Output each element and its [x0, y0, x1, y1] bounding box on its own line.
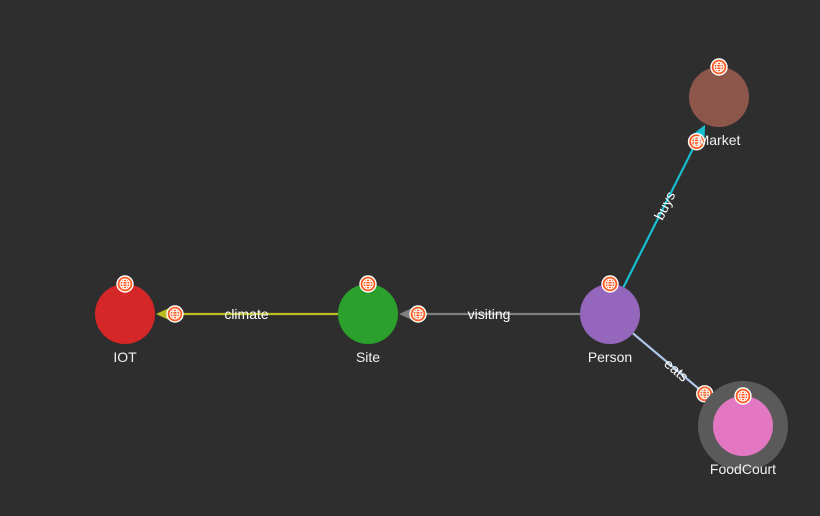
arrowhead	[156, 308, 169, 320]
edge-climate[interactable]: climate	[156, 305, 338, 323]
node-globe-icon[interactable]	[601, 275, 619, 293]
edge-visiting[interactable]: visiting	[399, 305, 580, 323]
node-globe-icon[interactable]	[734, 387, 752, 405]
node-globe-icon[interactable]	[359, 275, 377, 293]
edge-label: visiting	[468, 306, 511, 322]
node-market[interactable]: Market	[689, 58, 749, 148]
edge-globe-icon[interactable]	[166, 305, 184, 323]
node-label: Market	[698, 132, 741, 148]
node-circle[interactable]	[713, 396, 773, 456]
node-globe-icon[interactable]	[116, 275, 134, 293]
node-person[interactable]: Person	[580, 275, 640, 365]
edge-line[interactable]	[632, 332, 711, 399]
node-label: Person	[588, 349, 632, 365]
node-label: IOT	[113, 349, 137, 365]
edge-buys[interactable]: buys	[622, 124, 706, 288]
node-label: Site	[356, 349, 380, 365]
node-circle[interactable]	[338, 284, 398, 344]
edge-globe-icon[interactable]	[409, 305, 427, 323]
node-globe-icon[interactable]	[710, 58, 728, 76]
arrowhead	[399, 308, 412, 320]
node-circle[interactable]	[95, 284, 155, 344]
edge-eats[interactable]: eats	[632, 332, 720, 407]
node-label: FoodCourt	[710, 461, 776, 477]
edge-label: buys	[651, 189, 679, 223]
node-iot[interactable]: IOT	[95, 275, 155, 365]
node-foodcourt[interactable]: FoodCourt	[710, 387, 776, 477]
edge-line[interactable]	[622, 135, 701, 288]
node-circle[interactable]	[689, 67, 749, 127]
node-site[interactable]: Site	[338, 275, 398, 365]
node-circle[interactable]	[580, 284, 640, 344]
edge-label: climate	[224, 306, 269, 322]
